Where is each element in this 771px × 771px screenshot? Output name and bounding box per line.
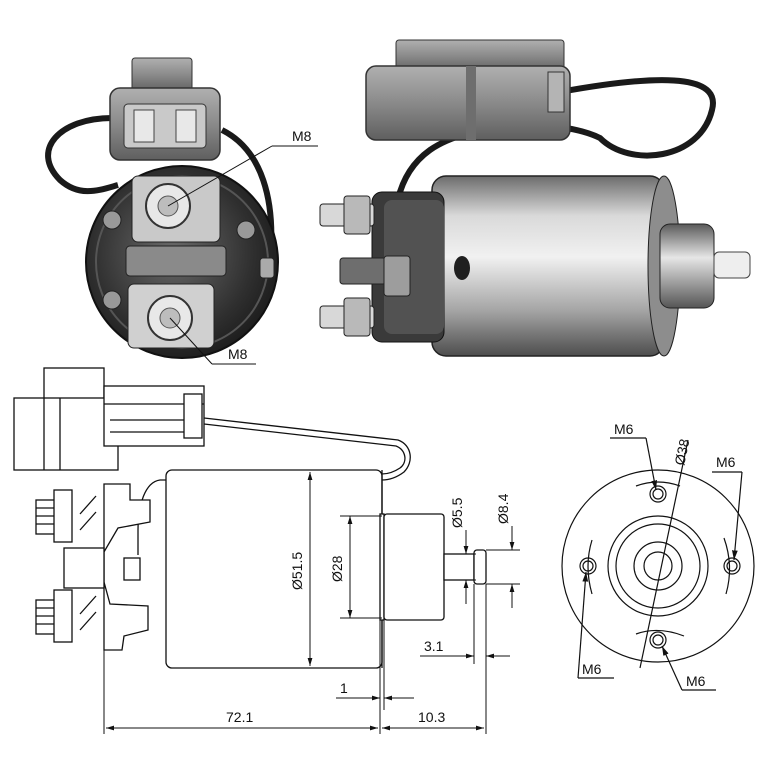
label-flange: 1	[340, 680, 348, 696]
label-dia-tip: Ø8.4	[495, 493, 511, 524]
hole-top	[649, 485, 667, 503]
drawing-connector-tab	[43, 367, 105, 401]
label-end-pcd: Ø38	[671, 437, 692, 466]
photo-end-view: M8 M8	[45, 57, 318, 365]
drawing-side-view	[13, 367, 487, 669]
side-view-plunger	[713, 251, 751, 279]
label-end-m6-top-right: M6	[716, 454, 736, 470]
label-m8-top: M8	[292, 128, 312, 144]
end-outer-circle	[561, 469, 755, 663]
hole-right	[723, 557, 741, 575]
label-end-m6-bottom-left: M6	[582, 661, 602, 677]
end-view-connector-tab	[131, 57, 193, 93]
label-dia-bore: Ø28	[329, 555, 345, 582]
end-face-circle	[607, 515, 709, 617]
label-end-m6-top-left: M6	[614, 421, 634, 437]
drawing-plunger	[443, 553, 475, 581]
drawing-plunger-housing	[383, 513, 445, 621]
drawing-end-view	[561, 437, 755, 691]
end-view-wire	[45, 115, 119, 195]
label-length: 72.1	[226, 709, 253, 725]
label-m8-bottom: M8	[228, 346, 248, 362]
label-end-m6-bottom-right: M6	[686, 673, 706, 689]
label-dia-body: Ø51.5	[289, 552, 305, 590]
label-plunger-length: 10.3	[418, 709, 445, 725]
side-view-wire	[391, 77, 716, 263]
drawing-side-dimensions	[103, 472, 520, 734]
end-center-hole	[643, 551, 673, 581]
side-view-plunger-housing	[659, 223, 715, 309]
photo-side-view	[319, 39, 751, 357]
label-tip-length: 3.1	[424, 638, 444, 654]
drawing-connector	[13, 397, 119, 471]
hole-bottom	[649, 631, 667, 649]
drawing-plunger-tip	[473, 549, 487, 585]
label-dia-plunger: Ø5.5	[449, 497, 465, 528]
